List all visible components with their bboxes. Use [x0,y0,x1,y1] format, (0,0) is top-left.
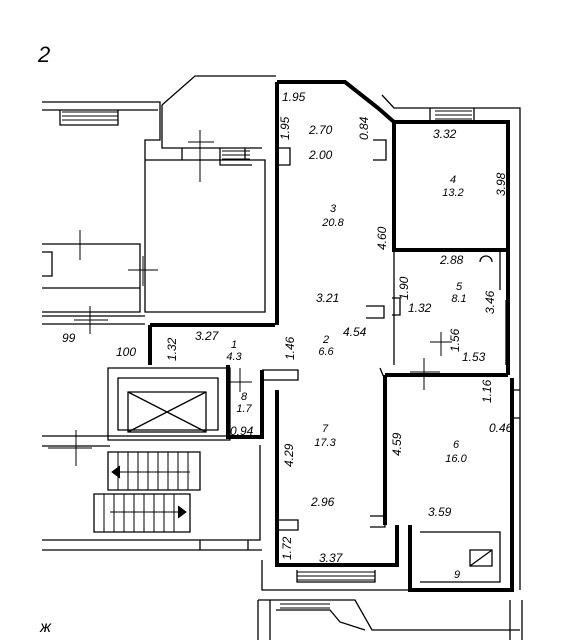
dim-3-27: 3.27 [195,329,220,343]
room-4-number: 4 [450,174,456,186]
corner-mark-top: 2 [37,42,50,67]
dim-1-72: 1.72 [280,536,294,560]
room-2-area: 6.6 [318,346,334,358]
dim-4-54: 4.54 [343,325,367,339]
dim-3-46: 3.46 [483,290,497,314]
dim-3-37: 3.37 [319,551,344,565]
room-5-area: 8.1 [451,293,466,305]
room-1-number: 1 [231,339,237,351]
dim-3-59: 3.59 [428,505,452,519]
dim-4-59: 4.59 [390,432,404,456]
room-6-area: 16.0 [445,453,467,465]
dim-3-32: 3.32 [433,127,457,141]
window-hatches [62,110,472,609]
room-8-number: 8 [241,391,248,403]
dim-2-00: 2.00 [308,148,333,162]
dim-1-46: 1.46 [283,336,297,360]
dim-3-98: 3.98 [494,172,508,196]
room-9-number: 9 [454,569,460,581]
dim-3-21: 3.21 [316,291,339,305]
apartment-outline [148,80,514,592]
dim-0-84: 0.84 [357,116,371,140]
room-3-number: 3 [330,203,337,215]
room-7-number: 7 [322,423,329,435]
dim-4-60: 4.60 [375,226,389,250]
room-2-number: 2 [322,334,329,346]
dim-1-90: 1.90 [397,276,411,300]
room-6-number: 6 [453,439,460,451]
dim-1-32-room1: 1.32 [165,337,179,361]
dim-1-32-room5: 1.32 [408,301,432,315]
room-1-area: 4.3 [226,351,242,363]
room-4-area: 13.2 [442,187,463,199]
room-7-area: 17.3 [314,437,336,449]
dimension-labels: 1.95 1.95 2.70 0.84 2.00 3.32 3.98 4.60 … [62,90,513,565]
dim-2-96: 2.96 [310,495,335,509]
dim-0-46: 0.46 [489,421,513,435]
dim-1-95-top: 1.95 [282,90,306,104]
room-labels: 1 4.3 2 6.6 3 20.8 4 13.2 5 8.1 6 16.0 7… [226,174,467,581]
dim-2-70: 2.70 [308,123,333,137]
stair-flights [103,452,190,532]
dim-1-53: 1.53 [462,350,486,364]
dim-1-95-side: 1.95 [278,116,292,140]
dim-0-94: 0.94 [230,424,254,438]
dim-2-88: 2.88 [439,253,464,267]
dim-1-56: 1.56 [448,328,462,352]
room-5-number: 5 [456,281,463,293]
thin-walls [42,75,523,640]
room-3-area: 20.8 [321,217,344,229]
corner-mark-bottom: ж [39,619,52,636]
dim-99: 99 [62,331,76,345]
dim-4-29: 4.29 [282,443,296,467]
crosshair-markers [48,130,452,466]
room-8-area: 1.7 [236,403,252,415]
dim-100: 100 [116,345,136,359]
dim-1-16: 1.16 [480,379,494,403]
